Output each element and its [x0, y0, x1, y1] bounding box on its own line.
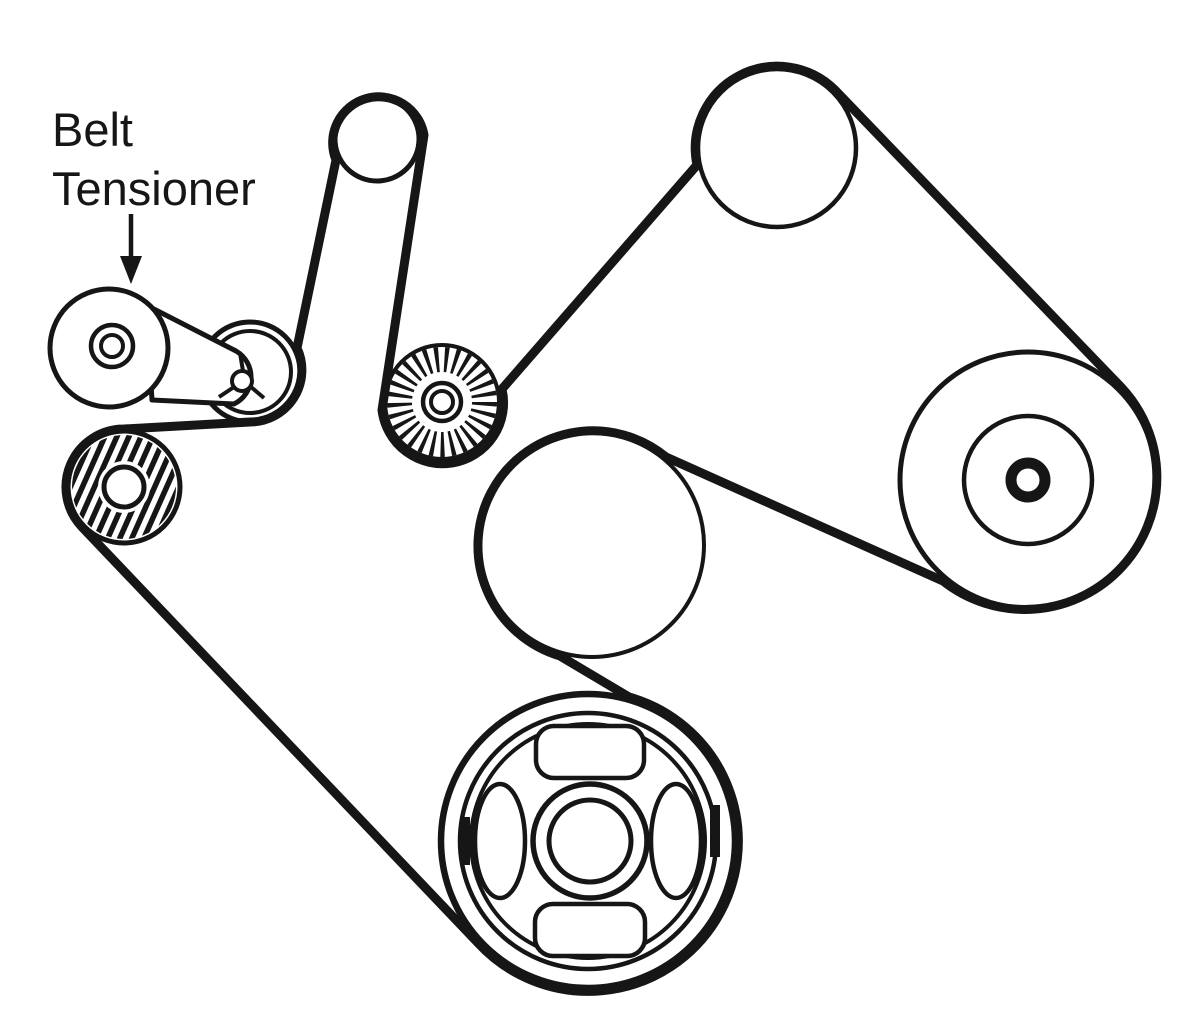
crank-window-bottom — [532, 901, 648, 959]
knurled-hub — [420, 380, 464, 424]
belt-tensioner-label-line2: Tensioner — [52, 162, 256, 216]
crank-window-left — [472, 781, 528, 901]
knurled-teeth — [387, 347, 497, 457]
tensioner-hub-spokes — [217, 352, 266, 400]
tensioner-body-ring — [88, 322, 136, 370]
label-arrow-icon — [120, 214, 142, 284]
belt-tensioner-label: Belt Tensioner — [52, 100, 256, 218]
pulley-hatched-idler — [41, 404, 208, 571]
crank-window-top — [533, 723, 647, 781]
crank-rim-tick-right — [710, 805, 720, 857]
pulley-right-hub — [1005, 457, 1051, 503]
crank-window-right — [648, 781, 704, 901]
tensioner-body — [47, 286, 171, 410]
tensioner-hub — [230, 369, 254, 393]
pulley-right-inner-ring — [961, 413, 1095, 547]
serpentine-belt — [61, 61, 1162, 996]
tensioner-body-bolt — [99, 333, 125, 359]
knurled-bore — [429, 389, 455, 415]
hatched-bore — [101, 464, 147, 510]
belt-tensioner-label-line1: Belt — [52, 103, 133, 156]
pulley-knurled — [383, 343, 501, 461]
crank-hub-bore — [546, 797, 634, 885]
belt-tensioner-assembly — [47, 286, 303, 425]
crank-rim-tick-left — [460, 817, 470, 865]
